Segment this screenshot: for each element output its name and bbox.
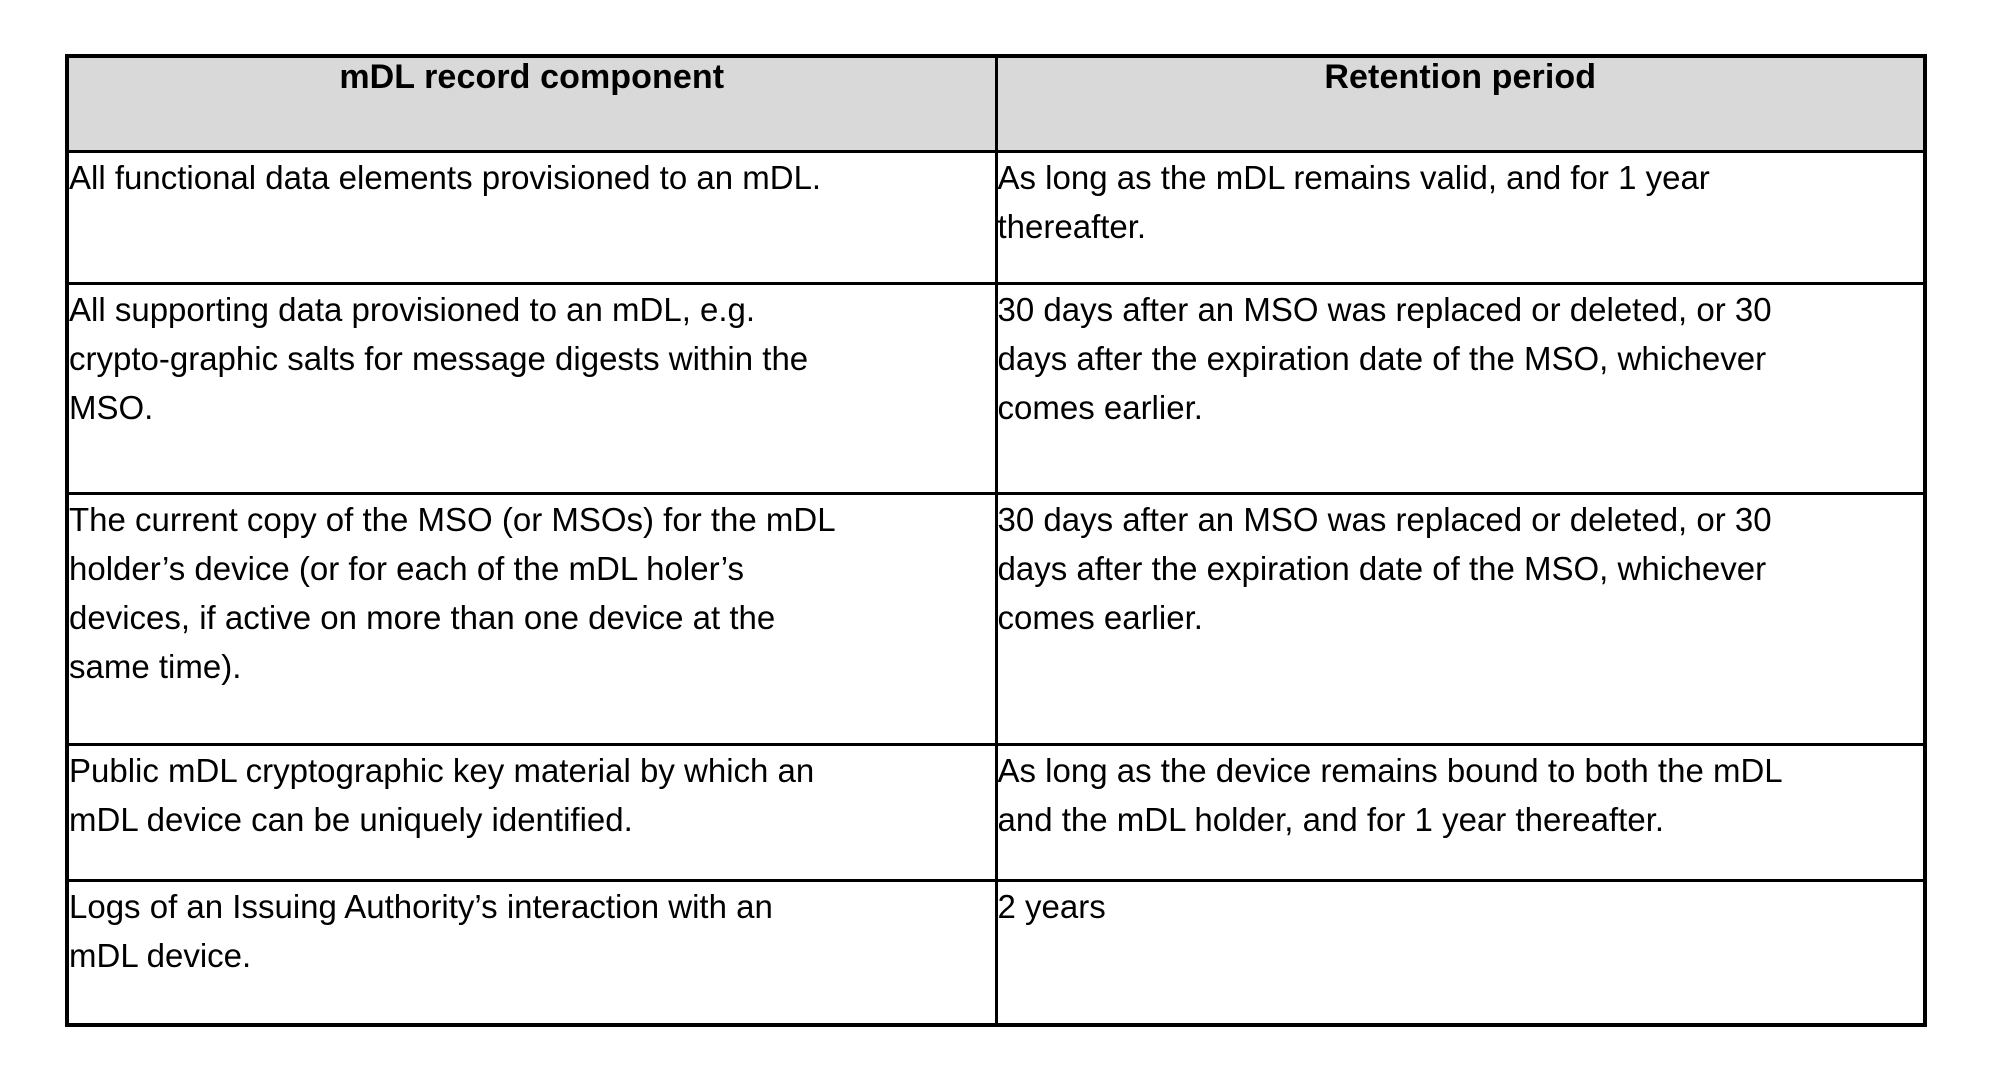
cell-component: Public mDL cryptographic key material by…	[65, 743, 998, 882]
table-header: mDL record component Retention period	[65, 54, 1927, 153]
cell-text: Logs of an Issuing Authority’s interacti…	[69, 888, 773, 974]
cell-text: The current copy of the MSO (or MSOs) fo…	[69, 501, 836, 685]
table-row: All functional data elements provisioned…	[65, 150, 1927, 285]
cell-component: Logs of an Issuing Authority’s interacti…	[65, 879, 998, 1027]
mdl-retention-table: mDL record component Retention period Al…	[65, 54, 1927, 1027]
cell-retention: 30 days after an MSO was replaced or del…	[994, 492, 1927, 746]
table-row: The current copy of the MSO (or MSOs) fo…	[65, 492, 1927, 746]
cell-retention: 30 days after an MSO was replaced or del…	[994, 282, 1927, 495]
cell-text: Public mDL cryptographic key material by…	[69, 752, 815, 838]
cell-component: All supporting data provisioned to an mD…	[65, 282, 998, 495]
cell-retention: 2 years	[994, 879, 1927, 1027]
cell-text: 2 years	[997, 888, 1106, 925]
table-row: Public mDL cryptographic key material by…	[65, 743, 1927, 882]
table-row: Logs of an Issuing Authority’s interacti…	[65, 879, 1927, 1027]
cell-text: All functional data elements provisioned…	[69, 159, 822, 196]
cell-text: As long as the device remains bound to b…	[997, 752, 1783, 838]
cell-component: The current copy of the MSO (or MSOs) fo…	[65, 492, 998, 746]
cell-text: 30 days after an MSO was replaced or del…	[997, 291, 1772, 426]
cell-text: 30 days after an MSO was replaced or del…	[997, 501, 1772, 636]
cell-component: All functional data elements provisioned…	[65, 150, 998, 285]
column-header-mdl-record-component: mDL record component	[65, 54, 998, 153]
table-row: All supporting data provisioned to an mD…	[65, 282, 1927, 495]
table-body: All functional data elements provisioned…	[65, 150, 1927, 1027]
header-row: mDL record component Retention period	[65, 54, 1927, 153]
cell-retention: As long as the device remains bound to b…	[994, 743, 1927, 882]
cell-retention: As long as the mDL remains valid, and fo…	[994, 150, 1927, 285]
column-header-retention-period: Retention period	[994, 54, 1927, 153]
cell-text: As long as the mDL remains valid, and fo…	[997, 159, 1710, 245]
cell-text: All supporting data provisioned to an mD…	[69, 291, 809, 426]
